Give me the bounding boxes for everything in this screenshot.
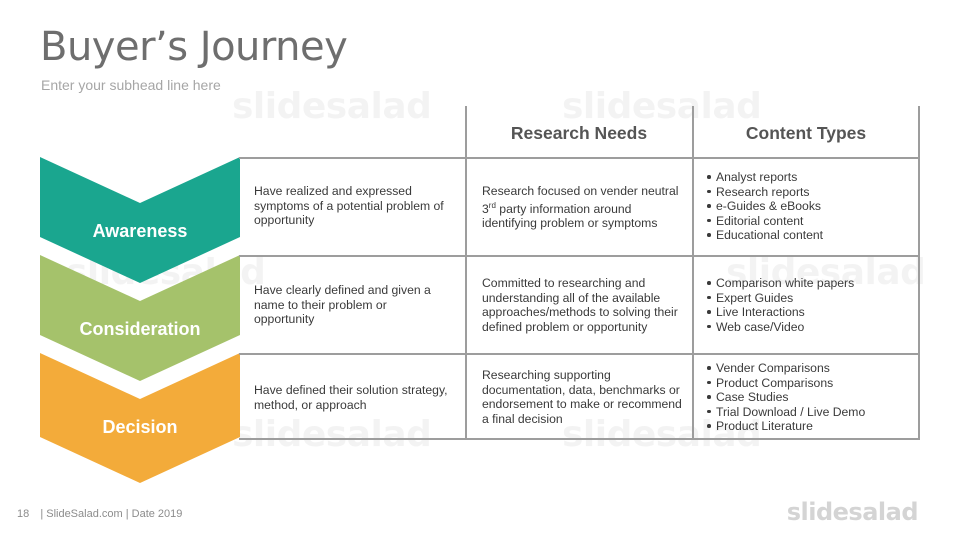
research-decision: Researching supporting documentation, da… — [482, 368, 682, 426]
grid-line — [239, 353, 919, 355]
journey-table: Research Needs Content Types Have realiz… — [239, 106, 920, 440]
list-item: Analyst reports — [706, 170, 911, 185]
research-consideration: Committed to researching and understandi… — [482, 276, 678, 334]
grid-line — [239, 438, 919, 440]
awareness-chevron — [40, 157, 240, 283]
stage-label-decision: Decision — [102, 417, 178, 437]
grid-line — [692, 106, 694, 440]
list-item: Live Interactions — [706, 305, 911, 320]
grid-line — [465, 106, 467, 440]
content-decision: Vender Comparisons Product Comparisons C… — [706, 361, 911, 434]
watermark: slidesalad — [726, 252, 926, 293]
list-item: Educational content — [706, 228, 911, 243]
stage-label-consideration: Consideration — [79, 319, 201, 339]
description-decision: Have defined their solution strategy, me… — [254, 383, 448, 412]
column-header-research-needs: Research Needs — [510, 123, 648, 143]
content-consideration: Comparison white papers Expert Guides Li… — [706, 276, 911, 334]
list-item: Vender Comparisons — [706, 361, 911, 376]
research-awareness: Research focused on vender neutral 3rd p… — [482, 184, 679, 231]
content-awareness: Analyst reports Research reports e-Guide… — [706, 170, 911, 243]
watermark: slidesalad — [562, 414, 762, 455]
list-item: Case Studies — [706, 390, 911, 405]
decision-chevron — [40, 353, 240, 483]
list-item: e-Guides & eBooks — [706, 199, 911, 214]
grid-line — [239, 157, 919, 159]
watermark: slidesalad — [232, 414, 432, 455]
stage-label-awareness: Awareness — [92, 221, 188, 241]
list-item: Product Comparisons — [706, 376, 911, 391]
slide-footer: 18 | SlideSalad.com | Date 2019 — [17, 508, 182, 520]
watermark: slidesalad — [562, 86, 762, 127]
consideration-chevron — [40, 255, 240, 381]
page-number: 18 — [17, 508, 30, 520]
list-item: Expert Guides — [706, 291, 911, 306]
brand-logo: slidesalad — [786, 498, 919, 526]
list-item: Web case/Video — [706, 320, 911, 335]
list-item: Research reports — [706, 185, 911, 200]
watermark: slidesalad — [232, 86, 432, 127]
list-item: Editorial content — [706, 214, 911, 229]
footer-text: | SlideSalad.com | Date 2019 — [40, 508, 183, 520]
grid-line — [918, 106, 920, 440]
description-awareness: Have realized and expressed symptoms of … — [254, 184, 444, 228]
stage-chevrons — [40, 157, 240, 483]
slide-title: Buyer’s Journey — [40, 24, 348, 70]
list-item: Comparison white papers — [706, 276, 911, 291]
list-item: Product Literature — [706, 419, 911, 434]
slide-subtitle: Enter your subhead line here — [41, 77, 221, 93]
list-item: Trial Download / Live Demo — [706, 405, 911, 420]
description-consideration: Have clearly defined and given a name to… — [254, 283, 431, 327]
grid-line — [239, 255, 919, 257]
column-header-content-types: Content Types — [745, 123, 867, 143]
